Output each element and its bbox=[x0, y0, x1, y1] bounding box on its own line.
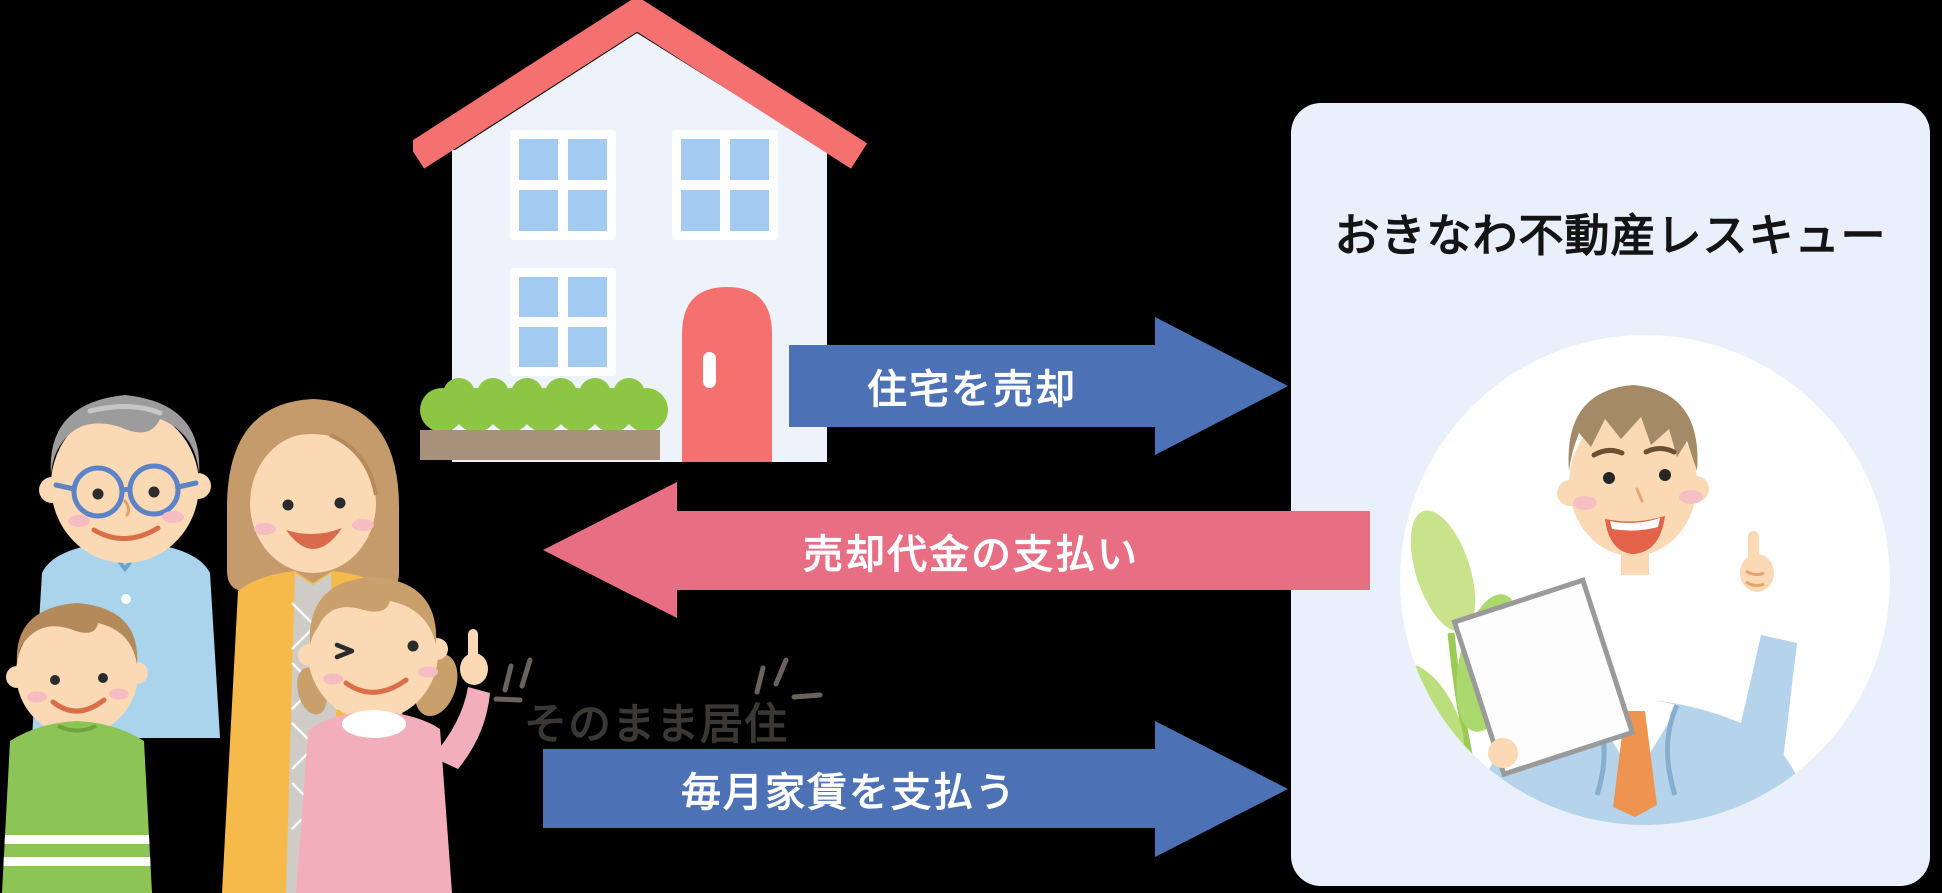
payment-arrow-label: 売却代金の支払い bbox=[677, 511, 1370, 590]
family-home-illustration bbox=[413, 0, 868, 462]
girl bbox=[296, 577, 490, 893]
boy bbox=[2, 603, 152, 893]
pointing-hand bbox=[460, 653, 488, 685]
house-roof bbox=[413, 0, 868, 169]
arrow-right-head bbox=[1155, 317, 1288, 455]
document-icon bbox=[1451, 577, 1636, 778]
stay-note: そのまま居住 bbox=[524, 701, 788, 749]
house-window bbox=[672, 130, 778, 240]
company-title: おきなわ不動産レスキュー bbox=[1334, 210, 1887, 261]
emphasis-marks-left-icon bbox=[493, 657, 533, 703]
agent-hair bbox=[1568, 385, 1698, 471]
wink-eye bbox=[334, 642, 355, 660]
house-window bbox=[510, 268, 616, 376]
arrow-right-head bbox=[1155, 721, 1288, 857]
house-door bbox=[682, 287, 772, 462]
rent-arrow-label: 毎月家賃を支払う bbox=[543, 749, 1155, 828]
hedge-planter bbox=[420, 378, 668, 460]
three-generation-family-illustration bbox=[2, 395, 490, 893]
sell-arrow-label: 住宅を売却 bbox=[789, 345, 1155, 427]
company-panel: おきなわ不動産レスキュー bbox=[1291, 103, 1930, 886]
agent-avatar bbox=[1400, 335, 1890, 825]
arrow-left-head bbox=[543, 482, 677, 618]
door-handle bbox=[703, 352, 716, 388]
house-window bbox=[510, 130, 616, 240]
emphasis-marks-right-icon bbox=[754, 657, 823, 700]
